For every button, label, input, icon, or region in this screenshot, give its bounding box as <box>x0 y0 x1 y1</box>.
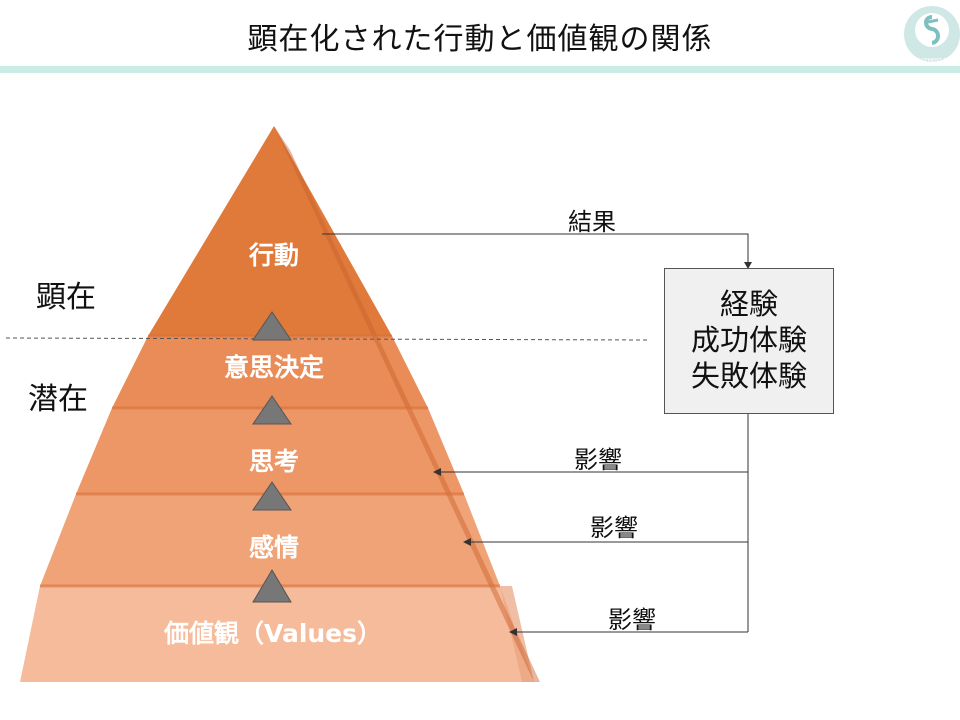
engagement-card-logo-icon: ENGAGEMENT CARD <box>904 6 960 64</box>
tier-emotion-face <box>40 494 500 586</box>
tier-label-emotion: 感情 <box>248 533 299 562</box>
result-arrowhead <box>744 262 752 269</box>
tier-label-thought: 思考 <box>248 447 299 476</box>
up-arrow-icon <box>252 569 292 603</box>
up-arrow-icon <box>252 481 292 511</box>
tier-label-decision: 意思決定 <box>223 353 324 382</box>
up-arrow-icon <box>252 395 292 425</box>
page-title: 顕在化された行動と価値観の関係 <box>247 22 713 57</box>
tier-thought-face <box>76 408 464 494</box>
influence-arrowhead <box>509 628 517 636</box>
experience-line: 経験 <box>719 287 778 322</box>
tier-action-face <box>148 126 392 336</box>
experience-line: 成功体験 <box>690 323 807 358</box>
influence-label-emotion: 影響 <box>590 514 638 542</box>
influence-arrowhead <box>463 538 471 546</box>
latent-label: 潜在 <box>28 382 88 417</box>
pyramid-side-shade <box>274 126 540 682</box>
up-arrow-icon <box>252 311 292 341</box>
influence-label-thought: 影響 <box>574 446 622 474</box>
influence-arrowhead <box>433 468 441 476</box>
experience-box: 経験 成功体験 失敗体験 <box>664 268 834 414</box>
tier-values-face <box>20 586 534 682</box>
tier-label-values: 価値観（Values） <box>163 619 383 648</box>
influence-label-values: 影響 <box>608 606 656 634</box>
tier-decision-face <box>112 336 428 408</box>
result-connector <box>322 233 749 262</box>
logo-text: ENGAGEMENT CARD <box>906 58 957 64</box>
title-rule <box>0 66 960 73</box>
experience-line: 失敗体験 <box>690 358 807 393</box>
manifest-latent-divider <box>5 337 649 341</box>
tier-label-action: 行動 <box>248 241 299 270</box>
manifest-label: 顕在 <box>36 280 96 315</box>
result-label: 結果 <box>568 208 616 236</box>
